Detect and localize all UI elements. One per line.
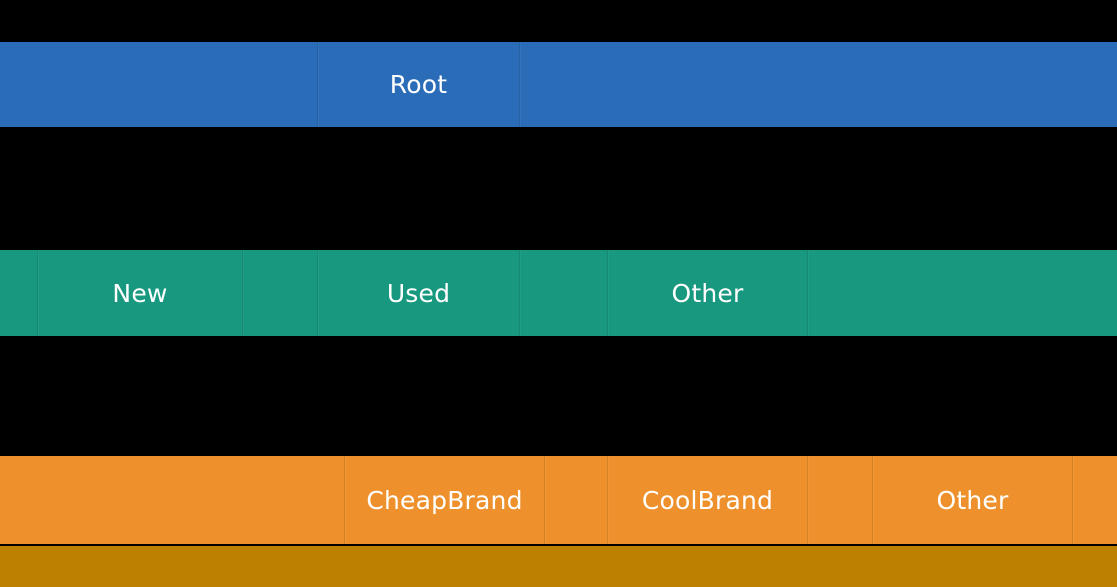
chart-node-divider	[520, 42, 521, 127]
chart-node-other[interactable]: Other	[873, 456, 1073, 544]
chart-node-divider	[808, 250, 809, 336]
chart-node-divider	[318, 42, 319, 127]
chart-node-divider	[345, 456, 346, 544]
chart-node-label: New	[112, 278, 168, 308]
chart-level-leaf-level	[0, 546, 1117, 587]
chart-node-label: Used	[386, 278, 451, 308]
chart-node-unlabeled-4[interactable]	[520, 250, 608, 336]
chart-node-label: CheapBrand	[366, 485, 523, 515]
chart-node-unlabeled-0[interactable]	[0, 42, 318, 127]
chart-node-other[interactable]: Other	[608, 250, 808, 336]
chart-node-divider	[873, 456, 874, 544]
chart-node-divider	[608, 456, 609, 544]
chart-node-divider	[38, 250, 39, 336]
chart-node-coolbrand[interactable]: CoolBrand	[608, 456, 808, 544]
chart-node-unlabeled-2[interactable]	[243, 250, 318, 336]
chart-node-label: CoolBrand	[641, 485, 774, 515]
chart-node-divider	[545, 456, 546, 544]
chart-node-divider	[808, 456, 809, 544]
chart-node-root[interactable]: Root	[318, 42, 520, 127]
chart-node-divider	[1073, 456, 1074, 544]
chart-node-unlabeled-0[interactable]	[0, 250, 38, 336]
chart-node-unlabeled-2[interactable]	[545, 456, 608, 544]
chart-level-brand-level: CheapBrand CoolBrand Other	[0, 456, 1117, 544]
chart-node-label: Other	[671, 278, 744, 308]
chart-node-unlabeled-2[interactable]	[520, 42, 1117, 127]
chart-node-unlabeled-6[interactable]	[808, 250, 1117, 336]
chart-node-unlabeled-6[interactable]	[1073, 456, 1117, 544]
chart-node-unlabeled-0[interactable]	[0, 546, 1117, 587]
chart-level-root-level: Root	[0, 42, 1117, 127]
chart-node-cheapbrand[interactable]: CheapBrand	[345, 456, 545, 544]
chart-node-divider	[608, 250, 609, 336]
chart-node-divider	[318, 250, 319, 336]
chart-node-unlabeled-4[interactable]	[808, 456, 873, 544]
chart-node-unlabeled-0[interactable]	[0, 456, 345, 544]
chart-node-divider	[520, 250, 521, 336]
chart-node-new[interactable]: New	[38, 250, 243, 336]
chart-node-used[interactable]: Used	[318, 250, 520, 336]
chart-node-label: Other	[936, 485, 1009, 515]
chart-level-condition-level: New Used Other	[0, 250, 1117, 336]
chart-node-divider	[243, 250, 244, 336]
chart-node-label: Root	[389, 70, 448, 99]
